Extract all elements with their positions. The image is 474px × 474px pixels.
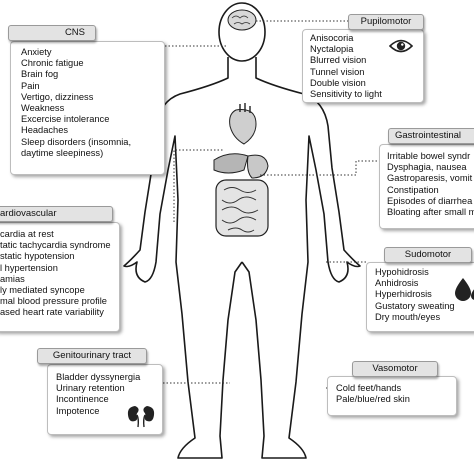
cns-item: Chronic fatigue bbox=[21, 58, 84, 69]
sudomotor-item: Hyperhidrosis bbox=[375, 289, 432, 300]
genitourinary-item: Bladder dyssynergia bbox=[56, 372, 141, 382]
brain-organ bbox=[227, 9, 257, 31]
cns-title: CNS bbox=[8, 25, 96, 41]
cns-item: Headaches bbox=[21, 125, 69, 136]
cardiovascular-item: ased heart rate variability bbox=[0, 307, 104, 318]
cns-symptom-list: Anxiety Chronic fatigue Brain fog Pain V… bbox=[11, 42, 164, 159]
vasomotor-item: Cold feet/hands bbox=[336, 383, 402, 393]
gastrointestinal-item: Bloating after small m bbox=[387, 207, 474, 218]
cns-item: daytime sleepiness) bbox=[21, 147, 104, 158]
cardiovascular-item: cardia at rest bbox=[0, 229, 54, 239]
intestines-organ bbox=[215, 179, 269, 237]
pupilomotor-title: Pupilomotor bbox=[348, 14, 424, 30]
sudomotor-item: Gustatory sweating bbox=[375, 300, 455, 311]
heart-organ bbox=[229, 103, 257, 145]
eye-icon bbox=[389, 39, 413, 53]
cardiovascular-item: amias bbox=[0, 273, 25, 284]
cardiovascular-item: static hypotension bbox=[0, 251, 75, 262]
pupilomotor-item: Tunnel vision bbox=[310, 66, 365, 77]
connector-cardiovascular bbox=[173, 149, 224, 222]
sudomotor-item: Dry mouth/eyes bbox=[375, 311, 441, 322]
gastrointestinal-item: Dysphagia, nausea bbox=[387, 162, 467, 173]
sudomotor-item: Anhidrosis bbox=[375, 278, 419, 289]
cardiovascular-item: tatic tachycardia syndrome bbox=[0, 240, 111, 251]
cns-item: Sleep disorders (insomnia, bbox=[21, 136, 132, 147]
sudomotor-box: Hypohidrosis Anhidrosis Hyperhidrosis Gu… bbox=[366, 262, 474, 332]
pupilomotor-item: Double vision bbox=[310, 77, 366, 88]
pupilomotor-item: Blurred vision bbox=[310, 55, 367, 66]
sudomotor-item: Hypohidrosis bbox=[375, 267, 429, 277]
gastrointestinal-item: Episodes of diarrhea bbox=[387, 195, 473, 206]
gastrointestinal-item: Irritable bowel syndr bbox=[387, 151, 471, 161]
cardiovascular-item: ly mediated syncope bbox=[0, 285, 85, 296]
genitourinary-item: Incontinence bbox=[56, 394, 109, 405]
gastrointestinal-symptom-list: Irritable bowel syndr Dysphagia, nausea … bbox=[380, 145, 474, 218]
sudomotor-title: Sudomotor bbox=[384, 247, 472, 263]
pupilomotor-symptom-list: Anisocoria Nyctalopia Blurred vision Tun… bbox=[303, 30, 423, 100]
kidneys-icon bbox=[127, 406, 155, 428]
pupilomotor-item: Anisocoria bbox=[310, 33, 354, 43]
genitourinary-item: Urinary retention bbox=[56, 383, 125, 394]
cardiovascular-symptom-list: cardia at rest tatic tachycardia syndrom… bbox=[0, 223, 119, 319]
cns-box: Anxiety Chronic fatigue Brain fog Pain V… bbox=[10, 41, 165, 175]
pupilomotor-item: Sensitivity to light bbox=[310, 89, 382, 100]
sudomotor-symptom-list: Hypohidrosis Anhidrosis Hyperhidrosis Gu… bbox=[367, 263, 474, 323]
cardiovascular-item: mal blood pressure profile bbox=[0, 296, 107, 307]
cardiovascular-item: l hypertension bbox=[0, 262, 58, 273]
cns-item: Anxiety bbox=[21, 47, 52, 57]
connector-gastrointestinal bbox=[260, 160, 384, 176]
cns-item: Pain bbox=[21, 80, 40, 91]
cns-item: Brain fog bbox=[21, 69, 59, 80]
vasomotor-symptom-list: Cold feet/hands Pale/blue/red skin bbox=[328, 377, 456, 405]
vasomotor-title: Vasomotor bbox=[352, 361, 438, 377]
pupilomotor-item: Nyctalopia bbox=[310, 44, 354, 55]
gastrointestinal-box: Irritable bowel syndr Dysphagia, nausea … bbox=[379, 144, 474, 229]
cardiovascular-box: cardia at rest tatic tachycardia syndrom… bbox=[0, 222, 120, 332]
pupilomotor-box: Anisocoria Nyctalopia Blurred vision Tun… bbox=[302, 29, 424, 103]
cardiovascular-title: ardiovascular bbox=[0, 206, 113, 222]
gastrointestinal-title: Gastrointestinal bbox=[388, 128, 474, 144]
vasomotor-box: Cold feet/hands Pale/blue/red skin bbox=[327, 376, 457, 416]
genitourinary-box: Bladder dyssynergia Urinary retention In… bbox=[47, 364, 163, 435]
gastrointestinal-item: Gastroparesis, vomit bbox=[387, 173, 473, 184]
connector-lines bbox=[163, 20, 384, 389]
liver-stomach-organ bbox=[213, 153, 269, 179]
gastrointestinal-item: Constipation bbox=[387, 184, 439, 195]
genitourinary-title: Genitourinary tract bbox=[37, 348, 147, 364]
vasomotor-item: Pale/blue/red skin bbox=[336, 394, 410, 405]
cns-item: Vertigo, dizziness bbox=[21, 91, 94, 102]
cns-item: Weakness bbox=[21, 103, 65, 114]
genitourinary-symptom-list: Bladder dyssynergia Urinary retention In… bbox=[48, 365, 162, 417]
genitourinary-item: Impotence bbox=[56, 405, 100, 416]
sweat-drop-icon bbox=[455, 278, 474, 301]
cns-item: Excercise intolerance bbox=[21, 114, 110, 125]
